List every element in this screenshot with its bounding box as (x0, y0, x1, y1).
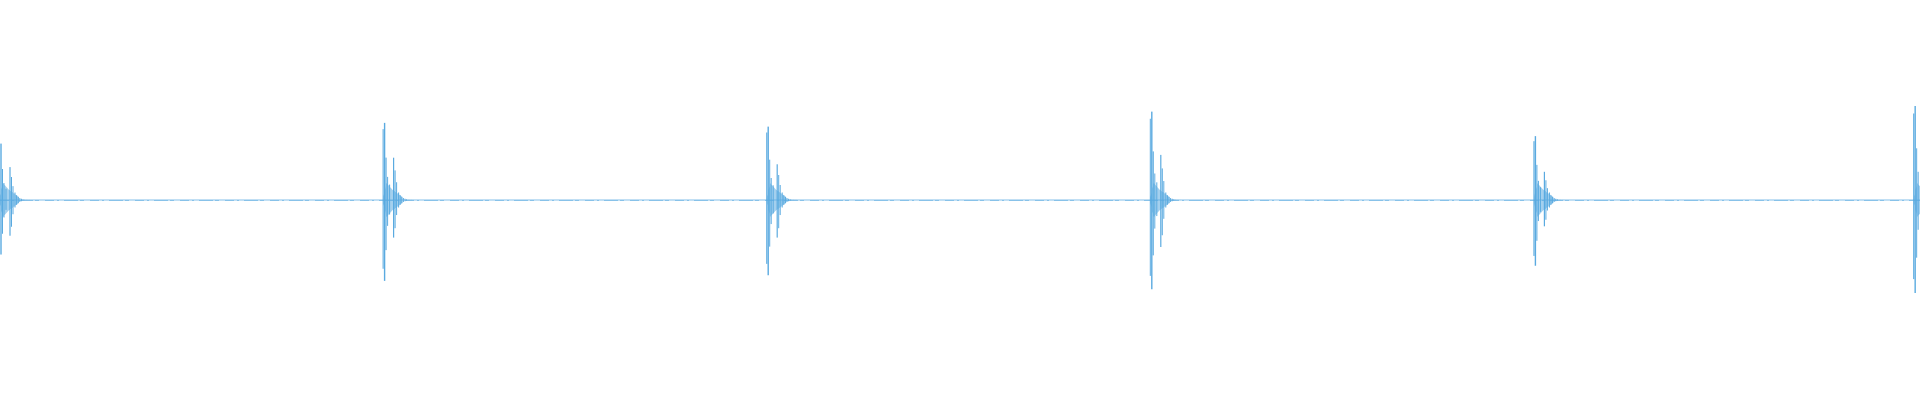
waveform-envelope (1149, 183, 1170, 217)
waveform-envelope (1913, 183, 1920, 217)
waveform-burst (382, 122, 414, 281)
waveform-envelope (0, 183, 19, 217)
waveform-burst (1913, 106, 1920, 294)
waveform-burst (1149, 111, 1181, 290)
waveform-burst (1533, 136, 1565, 266)
waveform-burst (766, 126, 798, 276)
waveform-envelope (1533, 183, 1554, 217)
waveform-envelope (766, 183, 787, 217)
waveform-envelope (382, 183, 403, 217)
waveform-bursts (0, 106, 1920, 294)
waveform-burst (0, 143, 30, 255)
